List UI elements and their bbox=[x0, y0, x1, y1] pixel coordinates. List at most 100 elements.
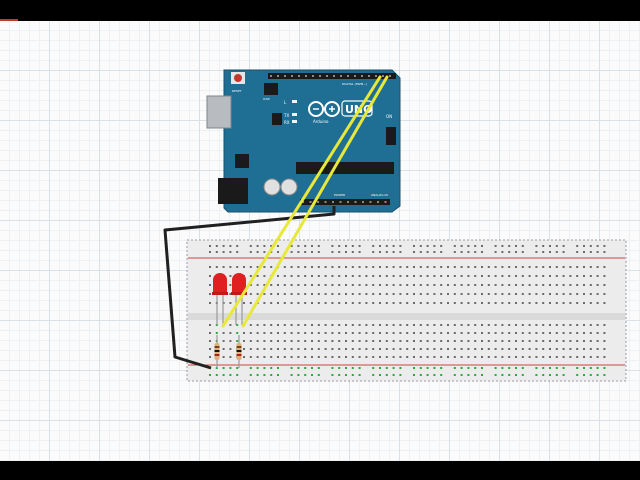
breadboard-hole[interactable] bbox=[358, 340, 361, 342]
breadboard-hole[interactable] bbox=[549, 284, 551, 286]
breadboard-hole[interactable] bbox=[372, 275, 375, 277]
breadboard-hole[interactable] bbox=[270, 367, 273, 369]
breadboard-hole[interactable] bbox=[494, 340, 497, 342]
breadboard-hole[interactable] bbox=[406, 324, 409, 326]
breadboard-hole[interactable] bbox=[555, 356, 558, 358]
breadboard-hole[interactable] bbox=[209, 340, 211, 342]
breadboard-hole[interactable] bbox=[515, 332, 517, 334]
breadboard-hole[interactable] bbox=[433, 275, 436, 277]
breadboard-hole[interactable] bbox=[290, 332, 293, 334]
breadboard-hole[interactable] bbox=[447, 284, 449, 286]
breadboard-hole[interactable] bbox=[379, 293, 381, 295]
breadboard-hole[interactable] bbox=[304, 245, 307, 247]
breadboard-hole[interactable] bbox=[399, 284, 402, 286]
breadboard-hole[interactable] bbox=[447, 340, 449, 342]
breadboard-hole[interactable] bbox=[358, 356, 361, 358]
breadboard-hole[interactable] bbox=[338, 332, 341, 334]
breadboard-hole[interactable] bbox=[324, 266, 327, 268]
breadboard-hole[interactable] bbox=[487, 266, 490, 268]
breadboard-hole[interactable] bbox=[487, 340, 490, 342]
breadboard-holes[interactable] bbox=[209, 245, 606, 376]
breadboard-hole[interactable] bbox=[555, 284, 558, 286]
breadboard-hole[interactable] bbox=[229, 245, 232, 247]
breadboard-hole[interactable] bbox=[406, 356, 409, 358]
breadboard-hole[interactable] bbox=[311, 245, 313, 247]
breadboard-hole[interactable] bbox=[338, 266, 341, 268]
breadboard-hole[interactable] bbox=[508, 302, 511, 304]
breadboard-hole[interactable] bbox=[528, 293, 531, 295]
breadboard-hole[interactable] bbox=[474, 374, 477, 376]
breadboard-hole[interactable] bbox=[508, 324, 511, 326]
breadboard-hole[interactable] bbox=[474, 275, 477, 277]
breadboard-hole[interactable] bbox=[392, 356, 395, 358]
breadboard-hole[interactable] bbox=[209, 251, 211, 253]
breadboard-hole[interactable] bbox=[515, 275, 517, 277]
breadboard-hole[interactable] bbox=[481, 302, 483, 304]
breadboard-hole[interactable] bbox=[569, 324, 572, 326]
breadboard-hole[interactable] bbox=[358, 284, 361, 286]
signal-wire-1[interactable] bbox=[221, 75, 382, 328]
breadboard-hole[interactable] bbox=[379, 251, 381, 253]
breadboard-hole[interactable] bbox=[589, 266, 592, 268]
breadboard-hole[interactable] bbox=[304, 302, 307, 304]
breadboard-hole[interactable] bbox=[317, 251, 320, 253]
breadboard-hole[interactable] bbox=[562, 340, 565, 342]
breadboard-hole[interactable] bbox=[345, 245, 347, 247]
breadboard-hole[interactable] bbox=[413, 266, 415, 268]
breadboard-hole[interactable] bbox=[583, 275, 585, 277]
breadboard-hole[interactable] bbox=[596, 293, 599, 295]
breadboard-hole[interactable] bbox=[440, 266, 443, 268]
breadboard-hole[interactable] bbox=[277, 356, 279, 358]
breadboard-hole[interactable] bbox=[535, 245, 538, 247]
breadboard-hole[interactable] bbox=[385, 374, 388, 376]
breadboard-hole[interactable] bbox=[270, 324, 273, 326]
breadboard-hole[interactable] bbox=[385, 348, 388, 350]
breadboard-hole[interactable] bbox=[249, 332, 252, 334]
breadboard-hole[interactable] bbox=[494, 266, 497, 268]
breadboard-hole[interactable] bbox=[515, 293, 517, 295]
breadboard-hole[interactable] bbox=[290, 266, 293, 268]
breadboard-hole[interactable] bbox=[467, 251, 470, 253]
breadboard-hole[interactable] bbox=[555, 324, 558, 326]
breadboard-hole[interactable] bbox=[311, 332, 313, 334]
breadboard-hole[interactable] bbox=[324, 348, 327, 350]
breadboard-hole[interactable] bbox=[569, 340, 572, 342]
breadboard-hole[interactable] bbox=[501, 284, 504, 286]
breadboard-hole[interactable] bbox=[256, 293, 259, 295]
breadboard-hole[interactable] bbox=[372, 302, 375, 304]
breadboard-hole[interactable] bbox=[467, 245, 470, 247]
breadboard-hole[interactable] bbox=[576, 284, 579, 286]
breadboard-hole[interactable] bbox=[243, 348, 245, 350]
breadboard-hole[interactable] bbox=[372, 374, 375, 376]
breadboard-hole[interactable] bbox=[474, 284, 477, 286]
breadboard-hole[interactable] bbox=[453, 374, 456, 376]
breadboard-hole[interactable] bbox=[521, 293, 524, 295]
breadboard-hole[interactable] bbox=[324, 340, 327, 342]
breadboard-hole[interactable] bbox=[256, 284, 259, 286]
breadboard-hole[interactable] bbox=[385, 367, 388, 369]
breadboard-hole[interactable] bbox=[256, 275, 259, 277]
breadboard-hole[interactable] bbox=[528, 266, 531, 268]
breadboard-hole[interactable] bbox=[331, 340, 334, 342]
breadboard-hole[interactable] bbox=[467, 348, 470, 350]
breadboard-hole[interactable] bbox=[283, 266, 286, 268]
breadboard-hole[interactable] bbox=[372, 245, 375, 247]
breadboard-hole[interactable] bbox=[535, 356, 538, 358]
breadboard-hole[interactable] bbox=[392, 275, 395, 277]
breadboard-hole[interactable] bbox=[317, 374, 320, 376]
breadboard-hole[interactable] bbox=[311, 367, 313, 369]
breadboard-hole[interactable] bbox=[576, 266, 579, 268]
breadboard-hole[interactable] bbox=[583, 348, 585, 350]
breadboard-hole[interactable] bbox=[508, 275, 511, 277]
breadboard-hole[interactable] bbox=[331, 348, 334, 350]
breadboard-hole[interactable] bbox=[447, 293, 449, 295]
breadboard-hole[interactable] bbox=[555, 266, 558, 268]
breadboard-hole[interactable] bbox=[589, 367, 592, 369]
breadboard-hole[interactable] bbox=[603, 367, 606, 369]
breadboard-hole[interactable] bbox=[440, 340, 443, 342]
breadboard-hole[interactable] bbox=[365, 348, 368, 350]
breadboard-hole[interactable] bbox=[365, 324, 368, 326]
breadboard-hole[interactable] bbox=[447, 348, 449, 350]
breadboard-hole[interactable] bbox=[481, 324, 483, 326]
breadboard-hole[interactable] bbox=[290, 245, 293, 247]
